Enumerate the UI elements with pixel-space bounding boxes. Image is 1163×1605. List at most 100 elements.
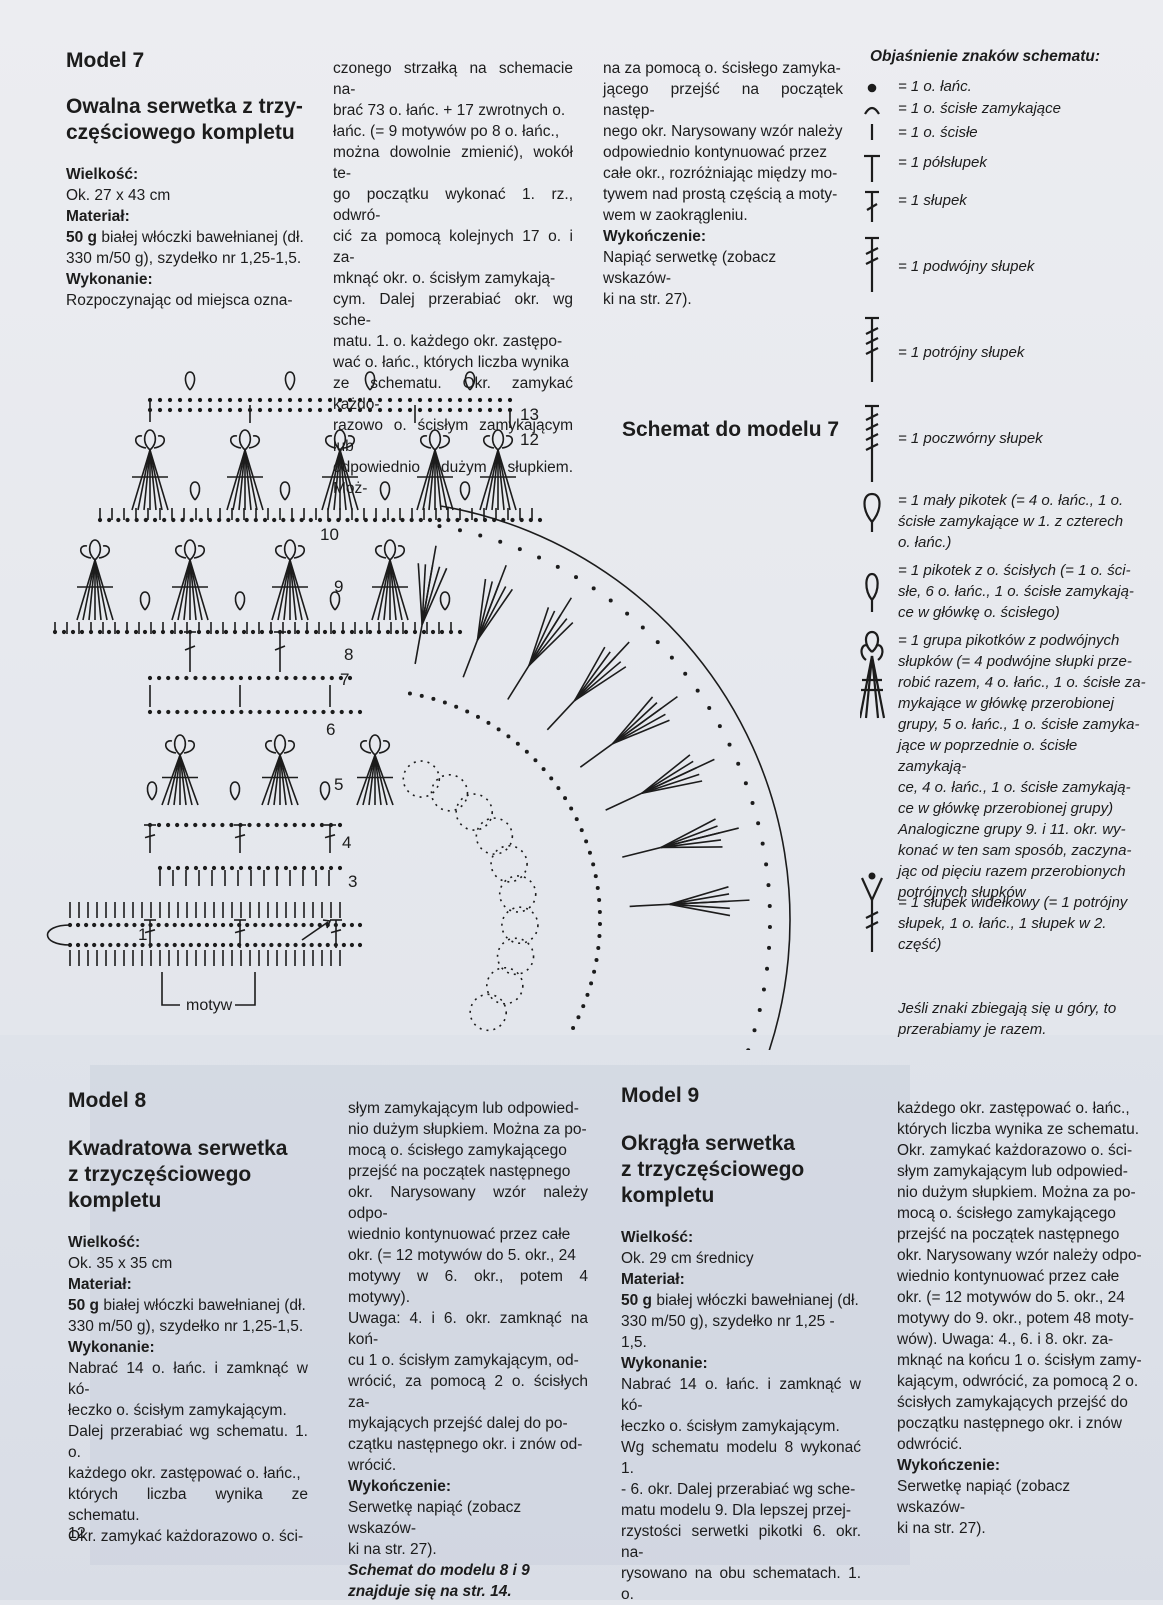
model7-size-label: Wielkość: [66,164,306,185]
ring-loop [487,968,523,1004]
text-line: odpowiednio kontynuować przez [603,142,843,163]
chain-dot [328,408,332,412]
arc-dot [525,750,529,754]
chain-dot [293,923,297,927]
text-line: łańc. (= 9 motywów po 8 o. łańc., [333,121,573,142]
ring-loop [500,876,536,912]
title-line: Okrągła serwetka [621,1131,861,1157]
chain-dot [395,630,399,634]
chain-dot [400,518,404,522]
picot [320,782,329,800]
chain-dot [212,866,216,870]
chain-dot [116,630,120,634]
fan-stroke [268,755,280,805]
chain-dot [261,923,265,927]
chain-dot [221,676,225,680]
chain-dot [428,518,432,522]
arc-dot [753,1028,757,1032]
chain-dot [116,923,120,927]
chain-dot [257,676,261,680]
model7-execution-start: Rozpoczynając od miejsca ozna- [66,290,306,311]
picot-loop [90,540,101,560]
picot-loop [370,735,381,755]
arc-dot [408,691,412,695]
chain-dot [178,408,182,412]
chain-dot [157,676,161,680]
chain-dot [92,923,96,927]
chain-dot [358,710,362,714]
text-line: mknąć na końcu 1 o. ścisłym zamy- [897,1350,1142,1371]
chain-dot [275,823,279,827]
legend-item-line: = 1 podwójny słupek [898,256,1148,277]
chain-dot [309,518,313,522]
model9-size-value: Ok. 29 cm średnicy [621,1248,861,1269]
text-line: każdego okr. zastępować o. łańc., [68,1463,308,1484]
legend-item: = 1 o. łańc. [898,76,1148,97]
chain-dot [221,923,225,927]
arc-dot [761,842,765,846]
model7-material-line2: 330 m/50 g), szydełko nr 1,25-1,5. [66,248,306,269]
text-line: nego okr. Narysowany wzór należy [603,121,843,142]
chain-dot [266,823,270,827]
chain-dot [302,923,306,927]
chain-dot [268,398,272,402]
chain-dot [321,710,325,714]
chain-dot [348,398,352,402]
chain-dot [76,923,80,927]
chain-dot [239,866,243,870]
chain-dot [474,518,478,522]
chain-dot [108,943,112,947]
arc-dot [454,705,458,709]
chain-dot [242,630,246,634]
text-line: cić za pomocą kolejnych 17 o. i za- [333,226,573,268]
ring-loop [403,761,439,797]
text-line: słym zamykającym lub odpowied- [348,1098,588,1119]
arc-dot [580,828,584,832]
arc-dot [588,851,592,855]
text-line: mocą o. ścisłego zamykającego [897,1203,1142,1224]
legend-title: Objaśnienie znaków schematu: [870,48,1100,66]
oval-end [48,925,71,945]
chain-dot [275,866,279,870]
slip-stitch-icon [865,108,879,114]
text-line: jącego przejść na początek następ- [603,79,843,121]
legend-item-line: = 1 grupa pikotków z podwójnych [898,630,1148,651]
chain-dot [276,710,280,714]
chain-dot [458,398,462,402]
chain-dot [157,943,161,947]
text-line: każdego okr. zastępować o. łańc., [897,1098,1142,1119]
chain-dot [338,866,342,870]
arc-dot [581,1004,585,1008]
model7-column-1: Model 7 Owalna serwetka z trzy- częściow… [66,48,306,311]
legend-item-line: część) [898,934,1148,955]
chain-dot [260,630,264,634]
quadruple-treble-icon [865,406,879,482]
text-line: mocą o. ścisłego zamykającego [348,1140,588,1161]
chain-dot [404,630,408,634]
text-line: ki na str. 27). [603,289,843,310]
chain-dot [458,408,462,412]
chain-dot [348,408,352,412]
text-line: mknąć okr. o. ścisłym zamykają- [333,268,573,289]
chain-dot [205,923,209,927]
arc-dot [497,727,501,731]
row-number-3: 3 [348,872,357,891]
text-line: Okr. zamykać każdorazowo o. ści- [68,1526,308,1547]
chain-dot [438,398,442,402]
model7-column-3-text: na za pomocą o. ścisłego zamyka-jącego p… [603,58,843,226]
chain-dot [284,823,288,827]
chain-dot [184,710,188,714]
arc-dot [574,575,578,579]
legend-note-line: przerabiamy je razem. [898,1019,1148,1040]
chain-dot [189,923,193,927]
arc-dot [744,781,748,785]
row-number-9: 9 [334,577,343,596]
text-line: okr. (= 12 motywów do 5. okr., 24 [897,1287,1142,1308]
chain-dot [359,630,363,634]
chain-dot [285,923,289,927]
ring-loop [491,846,527,882]
text-line: Nabrać 14 o. łańc. i zamknąć w kó- [621,1374,861,1416]
